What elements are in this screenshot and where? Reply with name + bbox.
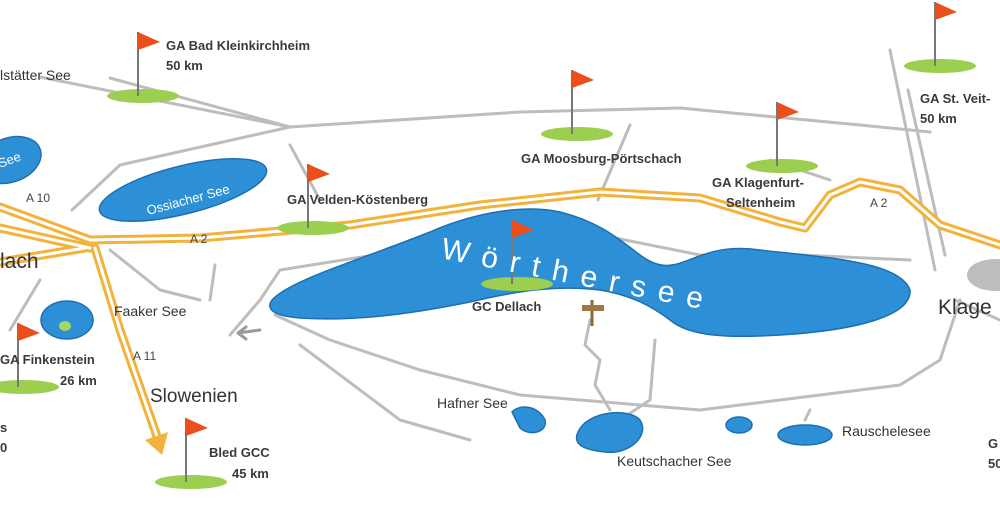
golf-flag-icon	[0, 323, 59, 394]
club-name-bled[interactable]: Bled GCC	[209, 445, 270, 460]
golf-flag-icon	[107, 32, 179, 103]
place-label-klagenfurt: Klage	[938, 296, 992, 319]
golf-flag-icon	[541, 70, 613, 141]
club-distance-bled: 45 km	[232, 466, 269, 481]
lake-label-rauschele: Rauschelesee	[842, 423, 931, 439]
lake-millstaetter	[0, 135, 42, 185]
lake-faaker	[40, 300, 94, 340]
faaker-island	[59, 321, 71, 331]
lake-label-keutschacher: Keutschacher See	[617, 453, 732, 469]
club-distance-finkenstein: 26 km	[60, 373, 97, 388]
lake-label-partial: lstätter See	[0, 67, 71, 83]
club-name-right-edge[interactable]: G	[988, 436, 998, 451]
golf-flag-icon	[277, 164, 349, 235]
lake-woerthersee	[269, 208, 911, 338]
club-name-left-edge[interactable]: s	[0, 420, 7, 435]
road-label-a10: A 10	[26, 191, 50, 205]
golf-markers	[0, 2, 976, 489]
city-klagenfurt-marker	[967, 259, 1000, 291]
lake-rauschele	[777, 424, 833, 446]
lake-keutschacher	[575, 411, 644, 453]
motorways	[0, 177, 1000, 450]
golf-flag-icon	[746, 102, 818, 173]
lake-label-faaker: Faaker See	[114, 303, 187, 319]
place-label-slowenien: Slowenien	[150, 386, 238, 407]
lake-small	[725, 416, 753, 434]
club-name-st-veit[interactable]: GA St. Veit-	[920, 91, 990, 106]
club-name-bad-kleinkirchheim[interactable]: GA Bad Kleinkirchheim	[166, 38, 310, 53]
road-label-a2-east: A 2	[870, 196, 888, 210]
lake-label-hafner: Hafner See	[437, 395, 508, 411]
club-distance-left-edge: 0	[0, 440, 7, 455]
club-name-klagenfurt-line1[interactable]: GA Klagenfurt-	[712, 175, 804, 190]
golf-flag-icon	[904, 2, 976, 73]
lake-hafner	[511, 406, 546, 434]
club-name-finkenstein[interactable]: GA Finkenstein	[0, 352, 95, 367]
club-distance-st-veit: 50 km	[920, 111, 957, 126]
minor-roads	[8, 48, 1000, 442]
club-name-klagenfurt-line2[interactable]: Seltenheim	[726, 195, 795, 210]
west-arrow-icon	[236, 325, 262, 341]
club-distance-bad-kleinkirchheim: 50 km	[166, 58, 203, 73]
road-label-a11: A 11	[133, 349, 156, 363]
golf-flag-icon	[481, 220, 553, 291]
signpost-icon	[582, 300, 604, 326]
place-label-villach: lach	[0, 250, 39, 273]
lakes	[0, 135, 911, 453]
club-distance-right-edge: 50	[988, 456, 1000, 471]
club-name-velden[interactable]: GA Velden-Köstenberg	[287, 192, 428, 207]
a11-arrow-icon	[145, 432, 168, 455]
lake-ossiacher	[98, 158, 268, 222]
club-name-dellach[interactable]: GC Dellach	[472, 299, 541, 314]
golf-flag-icon	[155, 418, 227, 489]
club-name-moosburg[interactable]: GA Moosburg-Pörtschach	[521, 151, 682, 166]
road-label-a2-west: A 2	[190, 232, 208, 246]
